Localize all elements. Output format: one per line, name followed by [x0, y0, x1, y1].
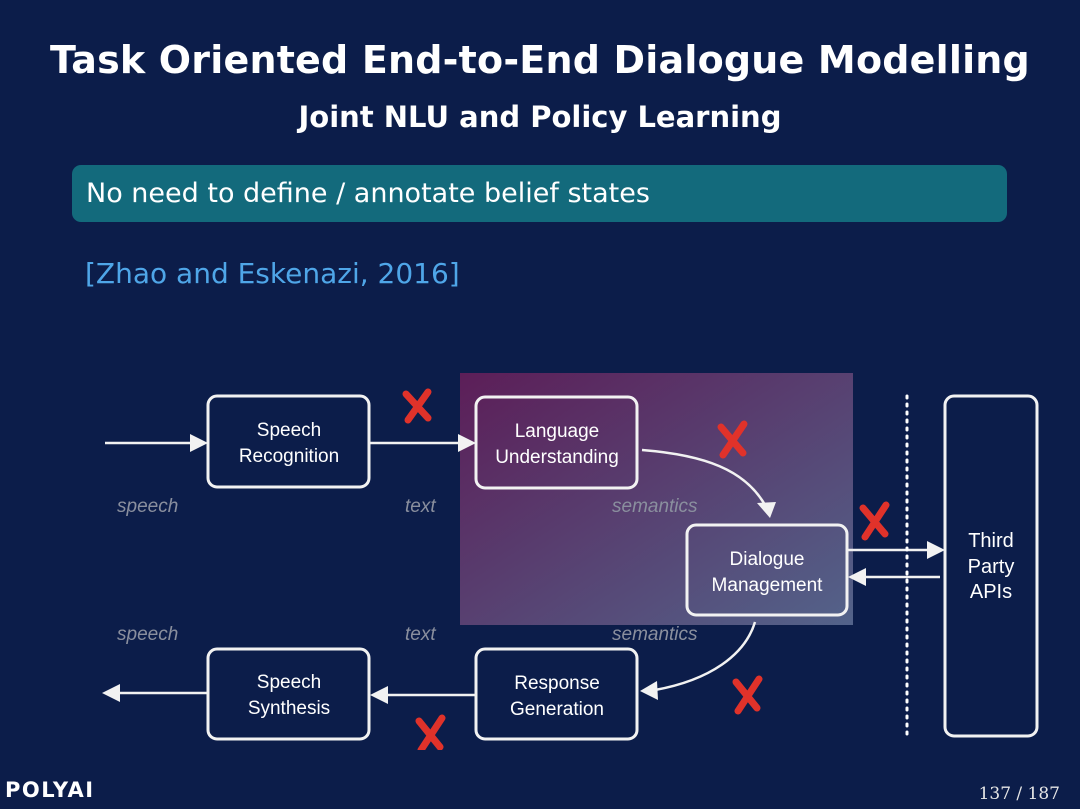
top-speech-label: speech: [117, 496, 178, 517]
cross-icon-dm-nlg: [732, 675, 763, 715]
speech-recognition-label-1: Speech: [257, 420, 321, 441]
language-understanding-label-1: Language: [515, 421, 600, 442]
response-generation-label-1: Response: [514, 673, 600, 694]
speech-synthesis-box: [206, 647, 371, 741]
joint-learning-highlight: [460, 373, 853, 625]
top-text-label: text: [405, 496, 436, 517]
dialogue-management-box: [685, 523, 849, 617]
response-generation-label-2: Generation: [510, 699, 604, 720]
dialogue-system-diagram: Speech Recognition Language Understandin…: [102, 373, 1039, 750]
nlu-to-dm-arrow: [641, 448, 767, 506]
page-number: 137 / 187: [978, 784, 1060, 804]
third-party-apis-label-3: APIs: [970, 581, 1012, 603]
speech-synthesis-label-1: Speech: [257, 672, 321, 693]
cross-icon-nlg-tts: [415, 714, 446, 750]
cross-icon-dm-api: [859, 501, 890, 541]
callout-box: No need to define / annotate belief stat…: [72, 165, 1007, 222]
bottom-speech-label: speech: [117, 624, 178, 645]
top-semantics-label: semantics: [612, 496, 698, 517]
bottom-semantics-label: semantics: [612, 624, 698, 645]
cross-icon-asr-nlu: [402, 388, 432, 424]
response-generation-box: [474, 647, 639, 741]
speech-synthesis-label-2: Synthesis: [248, 698, 330, 719]
language-understanding-label-2: Understanding: [495, 447, 619, 468]
third-party-apis-label-1: Third: [968, 530, 1014, 552]
bottom-text-label: text: [405, 624, 436, 645]
cross-icon-nlu-dm: [717, 420, 748, 459]
third-party-apis-box: [943, 394, 1039, 738]
slide-title: Task Oriented End-to-End Dialogue Modell…: [50, 38, 1030, 82]
dialogue-management-label-2: Management: [712, 575, 824, 596]
third-party-apis-label-2: Party: [968, 556, 1015, 578]
dm-to-nlg-arrow: [654, 621, 757, 692]
dialogue-management-label-1: Dialogue: [730, 549, 805, 570]
polyai-logo: POLYAI: [5, 778, 95, 802]
language-understanding-box: [474, 395, 639, 490]
slide-subtitle: Joint NLU and Policy Learning: [298, 100, 782, 134]
citation-link[interactable]: [Zhao and Eskenazi, 2016]: [85, 257, 460, 290]
speech-recognition-label-2: Recognition: [239, 446, 339, 467]
speech-recognition-box: [206, 394, 371, 489]
